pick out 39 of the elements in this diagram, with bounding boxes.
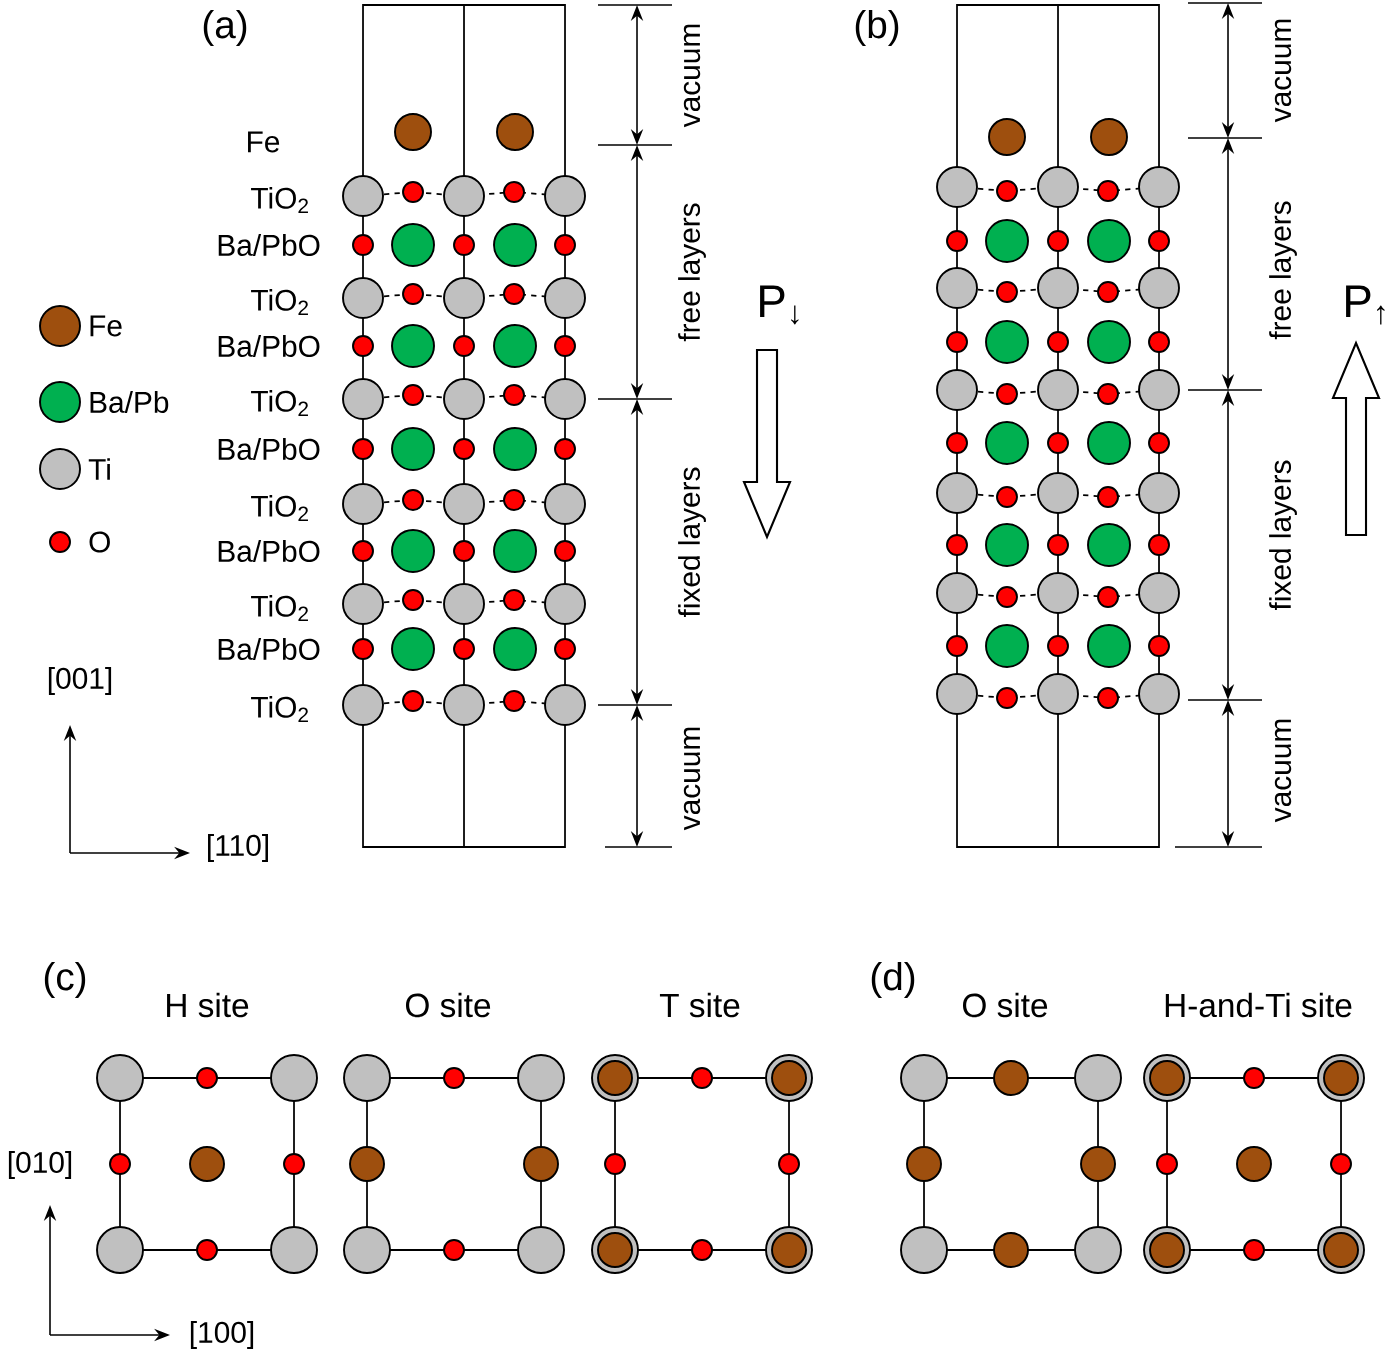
layer-label: TiO$_{2}$ bbox=[251, 494, 308, 522]
panel-label: (b) bbox=[855, 10, 899, 46]
layer-label: TiO$_{2}$ bbox=[251, 389, 308, 417]
dimension-label: vacuum bbox=[683, 727, 701, 831]
site-title: T site bbox=[659, 992, 740, 1018]
dimension-label: fixed layers bbox=[678, 467, 706, 618]
dimension-label: free layers bbox=[678, 203, 706, 342]
axis-label: [001] bbox=[48, 667, 112, 695]
site-title: O site bbox=[406, 992, 491, 1018]
dimension-label: vacuum bbox=[683, 24, 701, 128]
panel-label: (d) bbox=[871, 962, 915, 998]
axis-label: [100] bbox=[190, 1321, 254, 1349]
layer-label: Ba/PbO bbox=[218, 335, 320, 357]
polarization-label: P$_{↑}$ bbox=[1346, 285, 1385, 325]
axis-label: [110] bbox=[208, 834, 268, 862]
layer-label: TiO$_{2}$ bbox=[251, 594, 308, 622]
layer-label: Ba/PbO bbox=[218, 438, 320, 460]
legend-entry: Ti bbox=[39, 448, 110, 490]
legend-entry: O bbox=[49, 531, 110, 553]
layer-label: Fe bbox=[248, 131, 280, 153]
dimension-label: vacuum bbox=[1274, 19, 1292, 123]
legend-entry: Fe bbox=[39, 305, 122, 347]
layer-label: Ba/PbO bbox=[218, 234, 320, 256]
site-title: H site bbox=[167, 992, 249, 1018]
dimension-label: vacuum bbox=[1274, 719, 1292, 823]
dimension-label: fixed layers bbox=[1269, 460, 1297, 611]
panel-label: (c) bbox=[44, 962, 86, 998]
layer-label: TiO$_{2}$ bbox=[251, 186, 308, 214]
axis-label: [010] bbox=[8, 1151, 72, 1179]
layer-label: Ba/PbO bbox=[218, 638, 320, 660]
legend-entry: Ba/Pb bbox=[39, 381, 169, 423]
site-title: O site bbox=[963, 992, 1048, 1018]
site-title: H-and-Ti site bbox=[1165, 992, 1352, 1018]
panel-label: (a) bbox=[203, 10, 247, 46]
polarization-label: P$_{↓}$ bbox=[760, 285, 799, 325]
layer-label: TiO$_{2}$ bbox=[251, 695, 308, 723]
dimension-label: free layers bbox=[1269, 201, 1297, 340]
layer-label: Ba/PbO bbox=[218, 540, 320, 562]
layer-label: TiO$_{2}$ bbox=[251, 288, 308, 316]
